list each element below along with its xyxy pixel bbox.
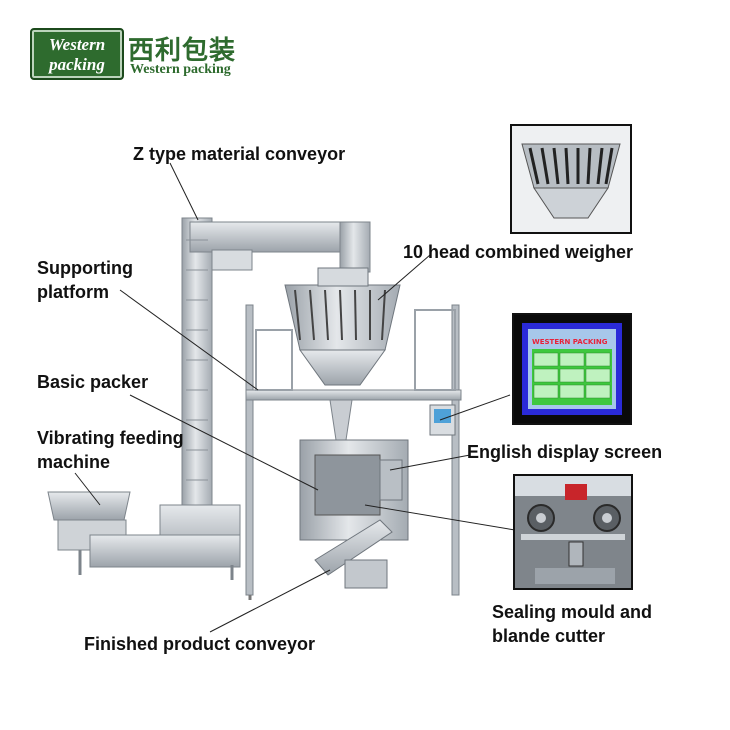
- logo-badge-line1: Western: [48, 35, 106, 54]
- brand-logo-badge: Western packing: [30, 28, 124, 80]
- label-weigher: 10 head combined weigher: [403, 242, 634, 262]
- combined-weigher: [284, 267, 401, 441]
- sealing-mould-inset: [513, 474, 633, 590]
- leader-lines: [74, 162, 516, 633]
- logo-english-name: Western packing: [130, 62, 231, 77]
- vibrating-feeder: [47, 491, 241, 580]
- weigher-closeup-drawing: [512, 126, 630, 232]
- z-type-conveyor: [159, 217, 371, 561]
- label-sealing-line1: Sealing mould and: [492, 602, 653, 622]
- label-basic-packer: Basic packer: [37, 372, 149, 392]
- sealing-mould-drawing: [515, 476, 631, 588]
- label-finished-conveyor: Finished product conveyor: [84, 634, 316, 654]
- label-sealing-line2: blande cutter: [492, 626, 606, 646]
- label-vibrating-line2: machine: [37, 452, 111, 472]
- label-vibrating-line1: Vibrating feeding: [37, 428, 184, 448]
- weigher-closeup-inset: [510, 124, 632, 234]
- logo-badge-line2: packing: [49, 55, 105, 74]
- label-display-screen: English display screen: [467, 442, 663, 462]
- display-screen-drawing: WESTERN PACKING: [514, 315, 630, 423]
- supporting-platform: [245, 304, 462, 596]
- label-supporting-platform-line2: platform: [37, 282, 109, 302]
- display-screen-inset: WESTERN PACKING: [512, 313, 632, 425]
- logo-chinese-name: 西利包装: [128, 36, 237, 66]
- label-supporting-platform-line1: Supporting: [37, 258, 133, 278]
- screen-title-text: WESTERN PACKING: [532, 338, 608, 346]
- finished-product-conveyor: [314, 519, 393, 589]
- label-z-type-conveyor: Z type material conveyor: [133, 144, 346, 164]
